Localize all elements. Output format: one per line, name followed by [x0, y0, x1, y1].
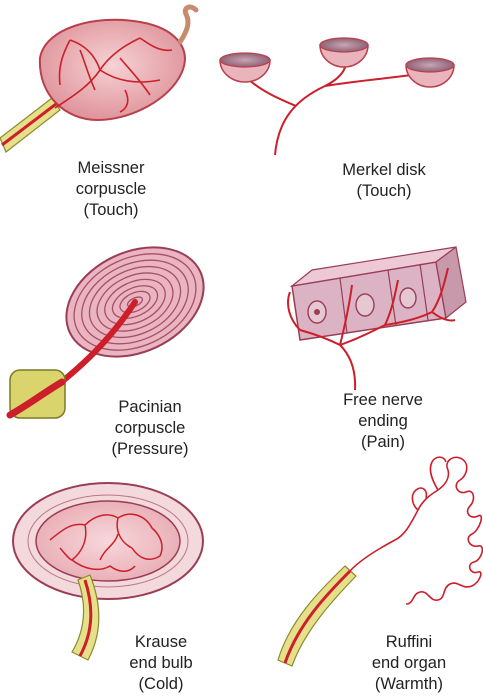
- merkel-disk-label: Merkel disk (Touch): [342, 161, 426, 200]
- ruffini-end-organ-drawing: [277, 456, 483, 667]
- free-nerve-ending-drawing: [287, 245, 467, 391]
- meissner-corpuscle-drawing: [0, 4, 199, 153]
- pacinian-corpuscle-drawing: [6, 246, 205, 419]
- free-nerve-ending-label: Free nerve ending (Pain): [343, 391, 423, 451]
- krause-end-bulb-label: Krause end bulb (Cold): [129, 633, 193, 693]
- meissner-corpuscle-label: Meissner corpuscle (Touch): [75, 159, 147, 219]
- merkel-disk-drawing: [219, 37, 455, 156]
- ruffini-end-organ-label: Ruffini end organ (Warmth): [371, 633, 447, 693]
- pacinian-corpuscle-label: Pacinian corpuscle (Pressure): [111, 398, 189, 458]
- krause-end-bulb-drawing: [12, 482, 204, 661]
